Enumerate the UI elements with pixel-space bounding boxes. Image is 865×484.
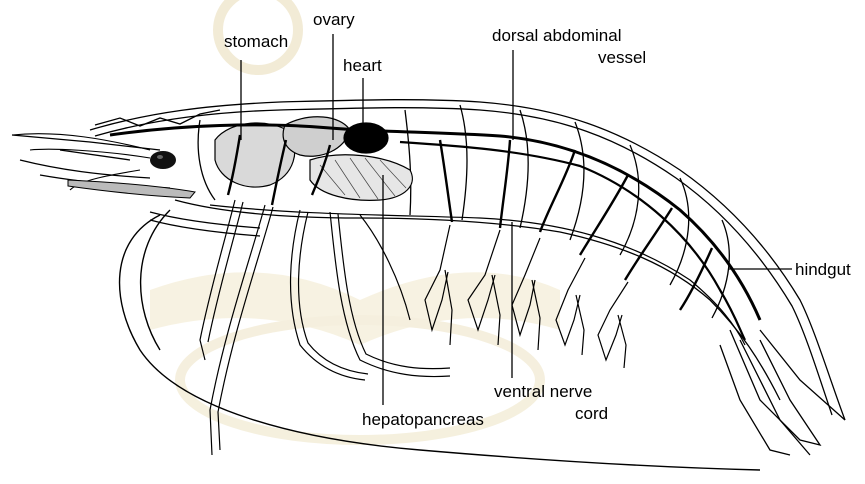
label-hepatopancreas: hepatopancreas <box>362 410 484 429</box>
label-ovary: ovary <box>313 10 355 29</box>
label-hindgut: hindgut <box>795 260 851 279</box>
label-ventral-nerve: ventral nerve <box>494 382 592 401</box>
label-heart: heart <box>343 56 382 75</box>
label-vessel: vessel <box>598 48 646 67</box>
label-cord: cord <box>575 404 608 423</box>
label-stomach: stomach <box>224 32 288 51</box>
label-dorsal-abdominal: dorsal abdominal <box>492 26 621 45</box>
antennal-scale <box>68 180 195 198</box>
eye <box>150 151 176 169</box>
